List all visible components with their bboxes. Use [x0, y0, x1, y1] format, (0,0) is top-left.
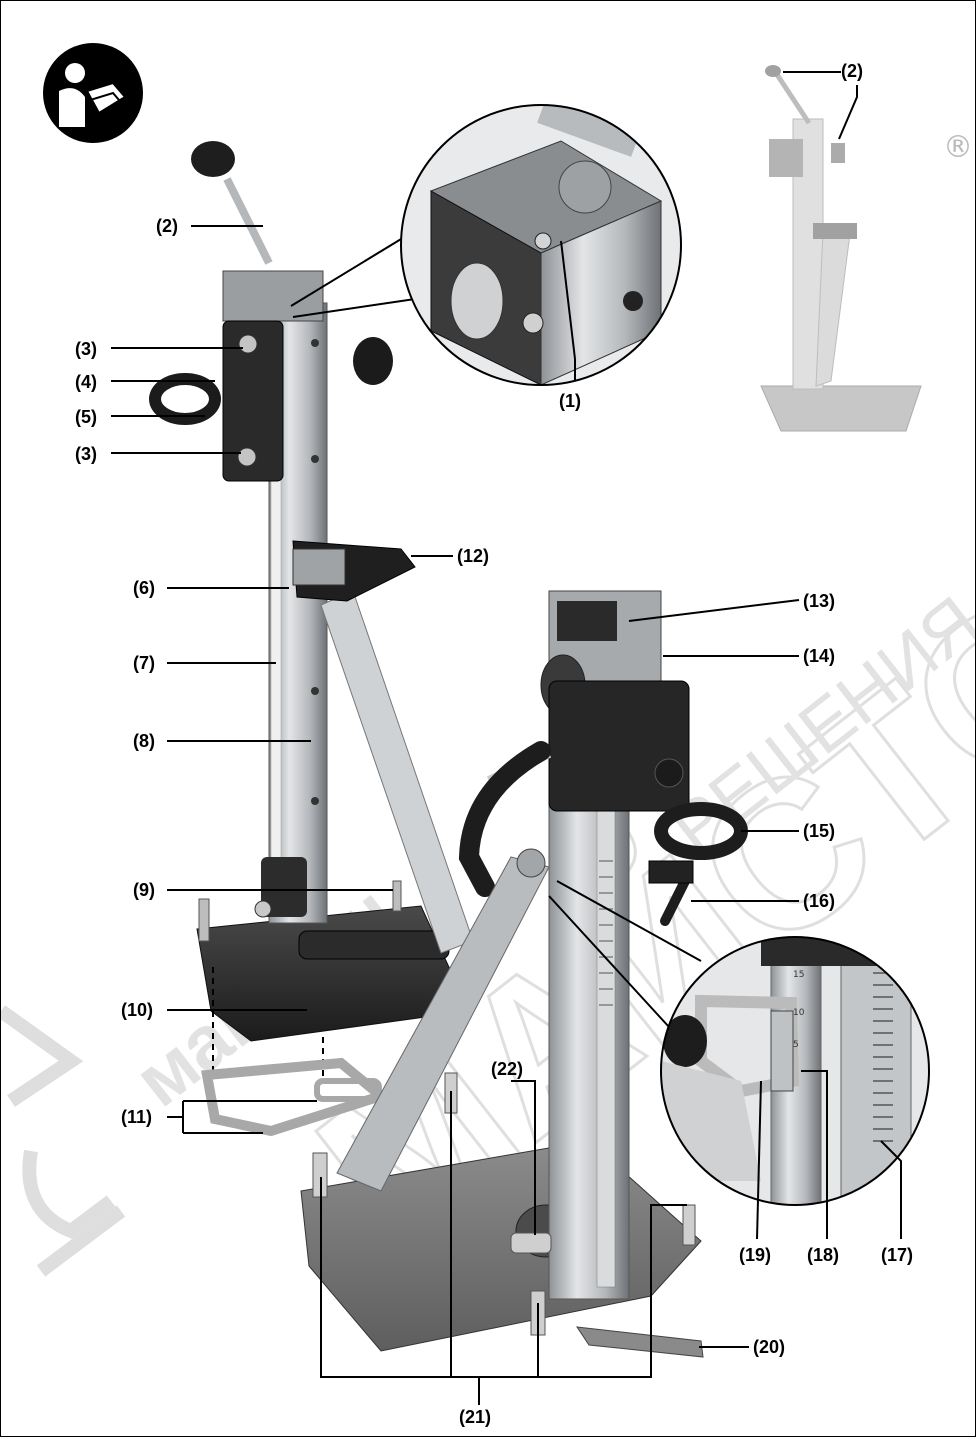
callout-3-upper: (3): [75, 339, 97, 359]
callout-22: (22): [491, 1059, 524, 1079]
leader-lines: [111, 71, 902, 1405]
callout-15: (15): [803, 821, 836, 841]
callout-21: (21): [459, 1407, 492, 1427]
scale-tick-10: 10: [793, 1008, 805, 1018]
callout-8: (8): [133, 731, 155, 751]
detail-circle-scale: 15 10 5: [548, 880, 930, 1206]
callout-7: (7): [133, 653, 155, 673]
callout-5: (5): [75, 407, 97, 427]
scale-tick-5: 5: [793, 1040, 799, 1050]
hammer-watermark: [1, 1005, 126, 1277]
scale-tick-15: 15: [793, 970, 804, 980]
registered-mark: ®: [943, 130, 973, 165]
callout-4: (4): [75, 372, 97, 392]
callout-11: (11): [121, 1107, 153, 1127]
callout-2-mini: (2): [841, 61, 863, 81]
callout-2: (2): [156, 216, 178, 236]
callout-10: (10): [121, 1000, 154, 1020]
main-drill-stand: [149, 141, 474, 1137]
callout-20: (20): [753, 1337, 786, 1357]
callout-17: (17): [881, 1245, 914, 1265]
callout-14: (14): [803, 646, 836, 666]
callout-19: (19): [739, 1245, 772, 1265]
callout-6: (6): [133, 578, 155, 598]
callout-13: (13): [803, 591, 836, 611]
callout-1: (1): [559, 391, 581, 411]
callout-16: (16): [803, 891, 836, 911]
callout-9: (9): [133, 880, 155, 900]
detail-circle-top: [290, 104, 682, 386]
callout-12: (12): [457, 546, 490, 566]
callout-18: (18): [807, 1245, 840, 1265]
callout-3-lower: (3): [75, 444, 97, 464]
read-manual-icon: [43, 43, 143, 143]
mini-stand-illustration: [760, 65, 922, 432]
